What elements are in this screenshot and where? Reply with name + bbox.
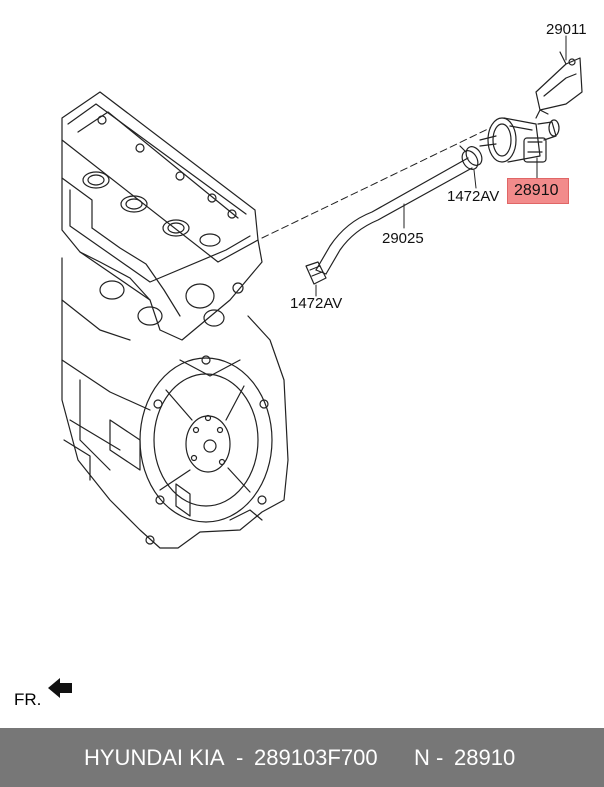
front-indicator-label: FR. <box>14 690 42 709</box>
footer-brand: HYUNDAI KIA <box>84 745 225 770</box>
engine-block-drawing <box>61 91 289 549</box>
bracket-drawing <box>535 51 583 111</box>
footer-separator-1: - <box>236 745 244 770</box>
label-valve-28910: 28910 <box>514 182 559 199</box>
front-arrow-icon <box>48 678 72 698</box>
label-clamp-upper-1472av: 1472AV <box>447 188 500 205</box>
footer-code: 28910 <box>454 745 516 770</box>
label-clamp-lower-1472av: 1472AV <box>290 295 343 312</box>
label-hose-29025: 29025 <box>382 230 424 247</box>
highlight-box <box>507 178 569 204</box>
upper-clamp-drawing <box>459 145 483 170</box>
lower-clamp-drawing <box>305 261 327 285</box>
footer-separator-2: - <box>436 745 444 770</box>
leader-line <box>261 127 491 239</box>
purge-valve-drawing <box>479 109 560 163</box>
footer-part-number: 289103F700 <box>254 745 378 770</box>
label-bracket-29011: 29011 <box>546 21 587 38</box>
footer-bar: HYUNDAI KIA - 289103F700 N - 28910 <box>0 728 604 787</box>
footer-code-prefix: N <box>414 745 430 770</box>
engine-parts-diagram <box>48 35 583 698</box>
leader-1472av-upper <box>473 169 477 189</box>
hose-drawing <box>315 157 473 275</box>
